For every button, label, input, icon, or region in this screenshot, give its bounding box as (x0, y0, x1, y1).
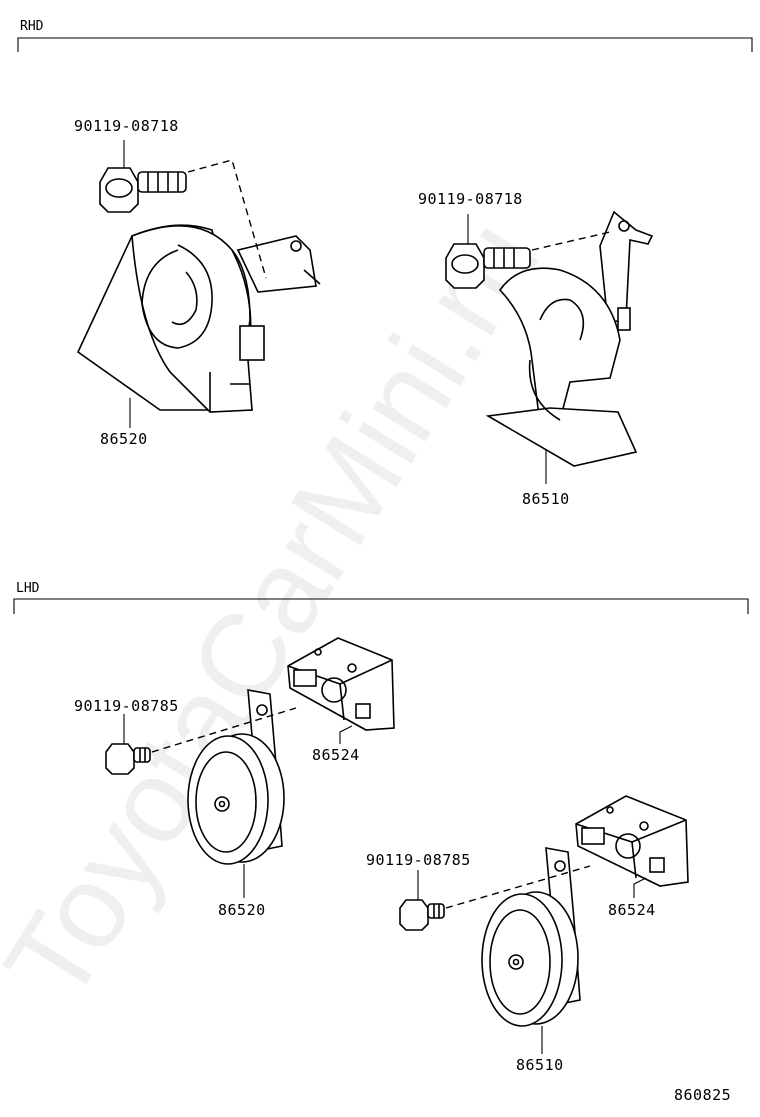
lhd-section: LHD (13, 581, 749, 1074)
label-90119-08718-rhd-right: 90119-08718 (418, 190, 523, 208)
label-86510-rhd: 86510 (522, 490, 570, 508)
lhd-section-label: LHD (16, 581, 40, 596)
rhd-section-bracket (17, 37, 753, 52)
bolt-90119-08718-rhd-left (99, 159, 267, 279)
label-90119-08785-lhd-right: 90119-08785 (366, 851, 471, 869)
bracket-86524-lhd-left (287, 637, 395, 731)
horn-86510-rhd (485, 210, 654, 467)
label-90119-08718-rhd-left: 90119-08718 (74, 117, 179, 135)
bracket-86524-lhd-right (575, 795, 689, 887)
lhd-section-bracket (13, 598, 749, 614)
label-90119-08785-lhd-left: 90119-08785 (74, 697, 179, 715)
watermark: ToyotaCarMini.ru (0, 197, 565, 1023)
horn-86510-lhd (481, 847, 581, 1027)
rhd-section: RHD (17, 19, 753, 508)
label-86520-lhd: 86520 (218, 901, 266, 919)
bolt-90119-08718-rhd-right (445, 231, 611, 289)
rhd-section-label: RHD (20, 19, 44, 34)
bolt-90119-08785-lhd-right (399, 865, 591, 931)
label-86520-rhd: 86520 (100, 430, 148, 448)
figure-code: 860825 (674, 1086, 731, 1104)
label-86524-lhd-left: 86524 (312, 746, 360, 764)
label-86510-lhd: 86510 (516, 1056, 564, 1074)
horn-86520-lhd (187, 689, 285, 865)
bolt-90119-08785-lhd-left (105, 707, 297, 775)
label-86524-lhd-right: 86524 (608, 901, 656, 919)
horn-86520-rhd (76, 224, 321, 413)
